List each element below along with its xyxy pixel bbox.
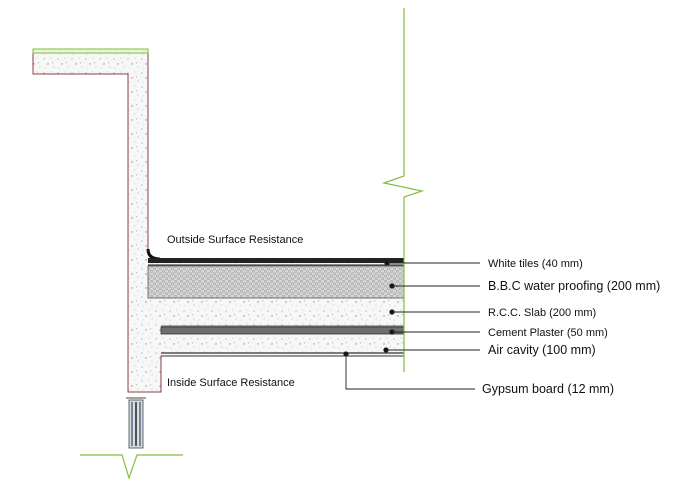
- break-line: [381, 8, 425, 372]
- layer-label-bbc-waterproofing: B.B.C water proofing (200 mm): [488, 279, 660, 293]
- concrete-body: [32, 51, 405, 393]
- inside-surface-label: Inside Surface Resistance: [167, 377, 295, 389]
- layer-label-air-cavity: Air cavity (100 mm): [488, 343, 596, 357]
- ground-line: [80, 454, 183, 480]
- flashing-curve: [146, 248, 161, 261]
- layer-bbc-waterproofing: [147, 265, 405, 299]
- layer-label-rcc-slab: R.C.C. Slab (200 mm): [488, 307, 596, 319]
- layer-label-gypsum-board: Gypsum board (12 mm): [482, 382, 614, 396]
- parapet-coping: [32, 48, 149, 54]
- layer-cement-plaster: [160, 326, 405, 335]
- foundation-pier: [126, 397, 146, 449]
- layer-label-cement-plaster: Cement Plaster (50 mm): [488, 327, 608, 339]
- layer-label-white-tiles: White tiles (40 mm): [488, 258, 583, 270]
- leader-lines: [343, 260, 480, 390]
- outside-surface-label: Outside Surface Resistance: [167, 234, 303, 246]
- layer-white-tiles: [148, 258, 404, 263]
